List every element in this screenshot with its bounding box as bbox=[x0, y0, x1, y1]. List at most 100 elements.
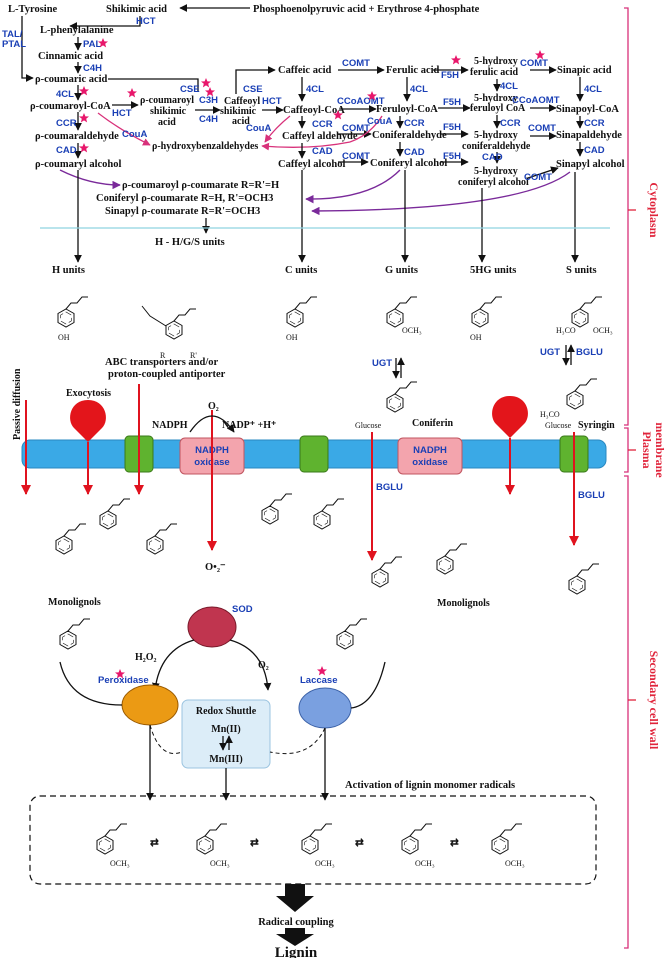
plasma-membrane-region: ABC transporters and/or proton-coupled a… bbox=[12, 357, 607, 561]
structure-wall-coniferyl bbox=[372, 557, 402, 587]
equilibrium-1: ⇄ bbox=[150, 837, 159, 849]
nadph-oxidase-2-label-1: NADPH bbox=[413, 445, 447, 456]
lignin-formation: Radical coupling Lignin bbox=[258, 884, 335, 958]
enzyme-c4h: C4H bbox=[83, 63, 102, 74]
enzyme-f5h-2: F5H bbox=[443, 97, 461, 108]
label-redox-shuttle: Redox Shuttle bbox=[196, 706, 257, 717]
enzyme-cad-5: CAD bbox=[584, 145, 605, 156]
enzyme-hct-1: HCT bbox=[112, 108, 132, 119]
enzyme-coua-2: CouA bbox=[246, 123, 271, 134]
metabolite-5h-coniferald-2: coniferaldehyde bbox=[462, 141, 531, 152]
label-exocytosis: Exocytosis bbox=[66, 388, 111, 399]
enzyme-f5h-3: F5H bbox=[443, 122, 461, 133]
label-sod: SOD bbox=[232, 604, 253, 615]
metabolite-caffeyl-alcohol: Caffeyl alcohol bbox=[278, 159, 345, 170]
radical-structure-2 bbox=[197, 824, 227, 854]
enzyme-comt-6: COMT bbox=[524, 172, 552, 183]
enzyme-ccoaomt-1: CCoAOMT bbox=[337, 96, 385, 107]
enzyme-4cl-1: 4CL bbox=[56, 89, 74, 100]
radical-structure-4 bbox=[402, 824, 432, 854]
structure-wall-5hg bbox=[437, 544, 467, 574]
section-brackets: Cytoplasm Plasma membrane Secondary cell… bbox=[624, 7, 667, 949]
label-c-units: C units bbox=[285, 265, 317, 276]
enzyme-f5h-4: F5H bbox=[443, 151, 461, 162]
metabolite-sinapaldehyde: Sinapaldehyde bbox=[556, 130, 622, 141]
metabolite-5h-feruloyl-2: feruloyl CoA bbox=[470, 103, 526, 114]
enzyme-comt-4: COMT bbox=[528, 123, 556, 134]
label-s-units: S units bbox=[566, 265, 597, 276]
metabolite-coumaroyl-shikimic-2: shikimic bbox=[150, 106, 187, 117]
equilibrium-2: ⇄ bbox=[250, 837, 259, 849]
metabolite-coumaryl-alcohol: ρ-coumaryl alcohol bbox=[35, 159, 121, 170]
enzyme-tal-1: TAL/ bbox=[2, 29, 23, 40]
label-h-hgs-units: H - H/G/S units bbox=[155, 237, 225, 248]
label-activation: Activation of lignin monomer radicals bbox=[345, 780, 515, 791]
enzyme-comt-1: COMT bbox=[342, 58, 370, 69]
arrow-down-2 bbox=[276, 928, 314, 946]
enzyme-4cl-4: 4CL bbox=[500, 81, 518, 92]
chem-och3-r4: OCH₃ bbox=[415, 859, 435, 868]
enzyme-tal-2: PTAL bbox=[2, 39, 26, 50]
enzyme-ccr-2: CCR bbox=[312, 119, 333, 130]
label-h-units: H units bbox=[52, 265, 85, 276]
exocytosis-vesicle-2 bbox=[492, 396, 528, 438]
metabolite-5h-ferulic-1: 5-hydroxy bbox=[474, 56, 518, 67]
arrow-down-1 bbox=[276, 884, 314, 912]
label-abc-transporters-1: ABC transporters and/or bbox=[105, 357, 219, 368]
structure-g-unit bbox=[387, 297, 417, 327]
chem-och3-r5: OCH₃ bbox=[505, 859, 525, 868]
label-mn2: Mn(II) bbox=[211, 724, 240, 735]
activation-box bbox=[29, 795, 597, 885]
chem-h3co-syringin: H₃CO bbox=[540, 410, 560, 419]
metabolite-phenylalanine: L-phenylalanine bbox=[40, 25, 114, 36]
structure-coniferyl-peroxidase bbox=[60, 619, 90, 649]
sod-enzyme bbox=[187, 606, 237, 648]
label-secondary-cell-wall: Secondary cell wall bbox=[647, 651, 661, 750]
enzyme-cad-4: CAD bbox=[482, 152, 503, 163]
structure-ester-unit bbox=[166, 309, 196, 339]
structure-wall-c bbox=[147, 524, 177, 554]
label-nadp: NADP⁺ +H⁺ bbox=[222, 420, 276, 431]
enzyme-cad-3: CAD bbox=[404, 147, 425, 158]
label-nadph: NADPH bbox=[152, 420, 188, 431]
metabolite-feruloyl-coa: Feruloyl-CoA bbox=[376, 104, 438, 115]
metabolite-5h-coniferald-1: 5-hydroxy bbox=[474, 130, 518, 141]
label-peroxidase: Peroxidase bbox=[98, 675, 149, 686]
metabolite-caffeoyl-shikimic-3: acid bbox=[232, 116, 250, 127]
equilibrium-3: ⇄ bbox=[355, 837, 364, 849]
metabolite-cinnamic-acid: Cinnamic acid bbox=[38, 51, 103, 62]
oxidation-enzymes: O•₂⁻ SOD H₂O₂ O₂ Peroxidase Laccase Redo… bbox=[59, 562, 386, 801]
enzyme-comt-2: COMT bbox=[520, 58, 548, 69]
label-monolignols-2: Monolignols bbox=[437, 598, 490, 609]
enzyme-hct-top: HCT bbox=[136, 16, 156, 27]
enzyme-ccr-1: CCR bbox=[56, 118, 77, 129]
enzyme-bglu-1: BGLU bbox=[576, 347, 603, 358]
enzyme-ugt-1: UGT bbox=[372, 358, 392, 369]
metabolite-coumaroyl-shikimic-3: acid bbox=[158, 117, 176, 128]
label-radical-coupling: Radical coupling bbox=[258, 917, 334, 928]
structure-s-unit bbox=[572, 297, 602, 327]
enzyme-4cl-5: 4CL bbox=[584, 84, 602, 95]
label-cytoplasm: Cytoplasm bbox=[647, 182, 661, 237]
chem-rprime: R' bbox=[190, 351, 197, 360]
enzyme-c4h-2: C4H bbox=[199, 114, 218, 125]
metabolite-coumaroyl-shikimic-1: ρ-coumaroyl bbox=[140, 95, 194, 106]
enzyme-bglu-2: BGLU bbox=[376, 482, 403, 493]
chem-och3-r3: OCH₃ bbox=[315, 859, 335, 868]
enzyme-bglu-3: BGLU bbox=[578, 490, 605, 501]
laccase-enzyme bbox=[298, 687, 352, 729]
label-passive-diffusion: Passive diffusion bbox=[12, 368, 23, 440]
label-5hg-units: 5HG units bbox=[470, 265, 516, 276]
metabolite-5h-coniferyl-2: coniferyl alcohol bbox=[458, 177, 529, 188]
metabolite-5h-ferulic-2: ferulic acid bbox=[470, 67, 518, 78]
equilibrium-4: ⇄ bbox=[450, 837, 459, 849]
label-syringin: Syringin bbox=[578, 420, 615, 431]
metabolite-coumaroyl-coa: ρ-coumaroyl-CoA bbox=[30, 101, 111, 112]
chem-glucose-coniferin: Glucose bbox=[355, 421, 382, 430]
ester-sinapyl-coumarate: Sinapyl ρ-coumarate R=R'=OCH3 bbox=[105, 206, 260, 217]
enzyme-coua-1: CouA bbox=[122, 129, 147, 140]
label-g-units: G units bbox=[385, 265, 418, 276]
enzyme-4cl-2: 4CL bbox=[306, 84, 324, 95]
label-lignin: Lignin bbox=[275, 945, 318, 958]
